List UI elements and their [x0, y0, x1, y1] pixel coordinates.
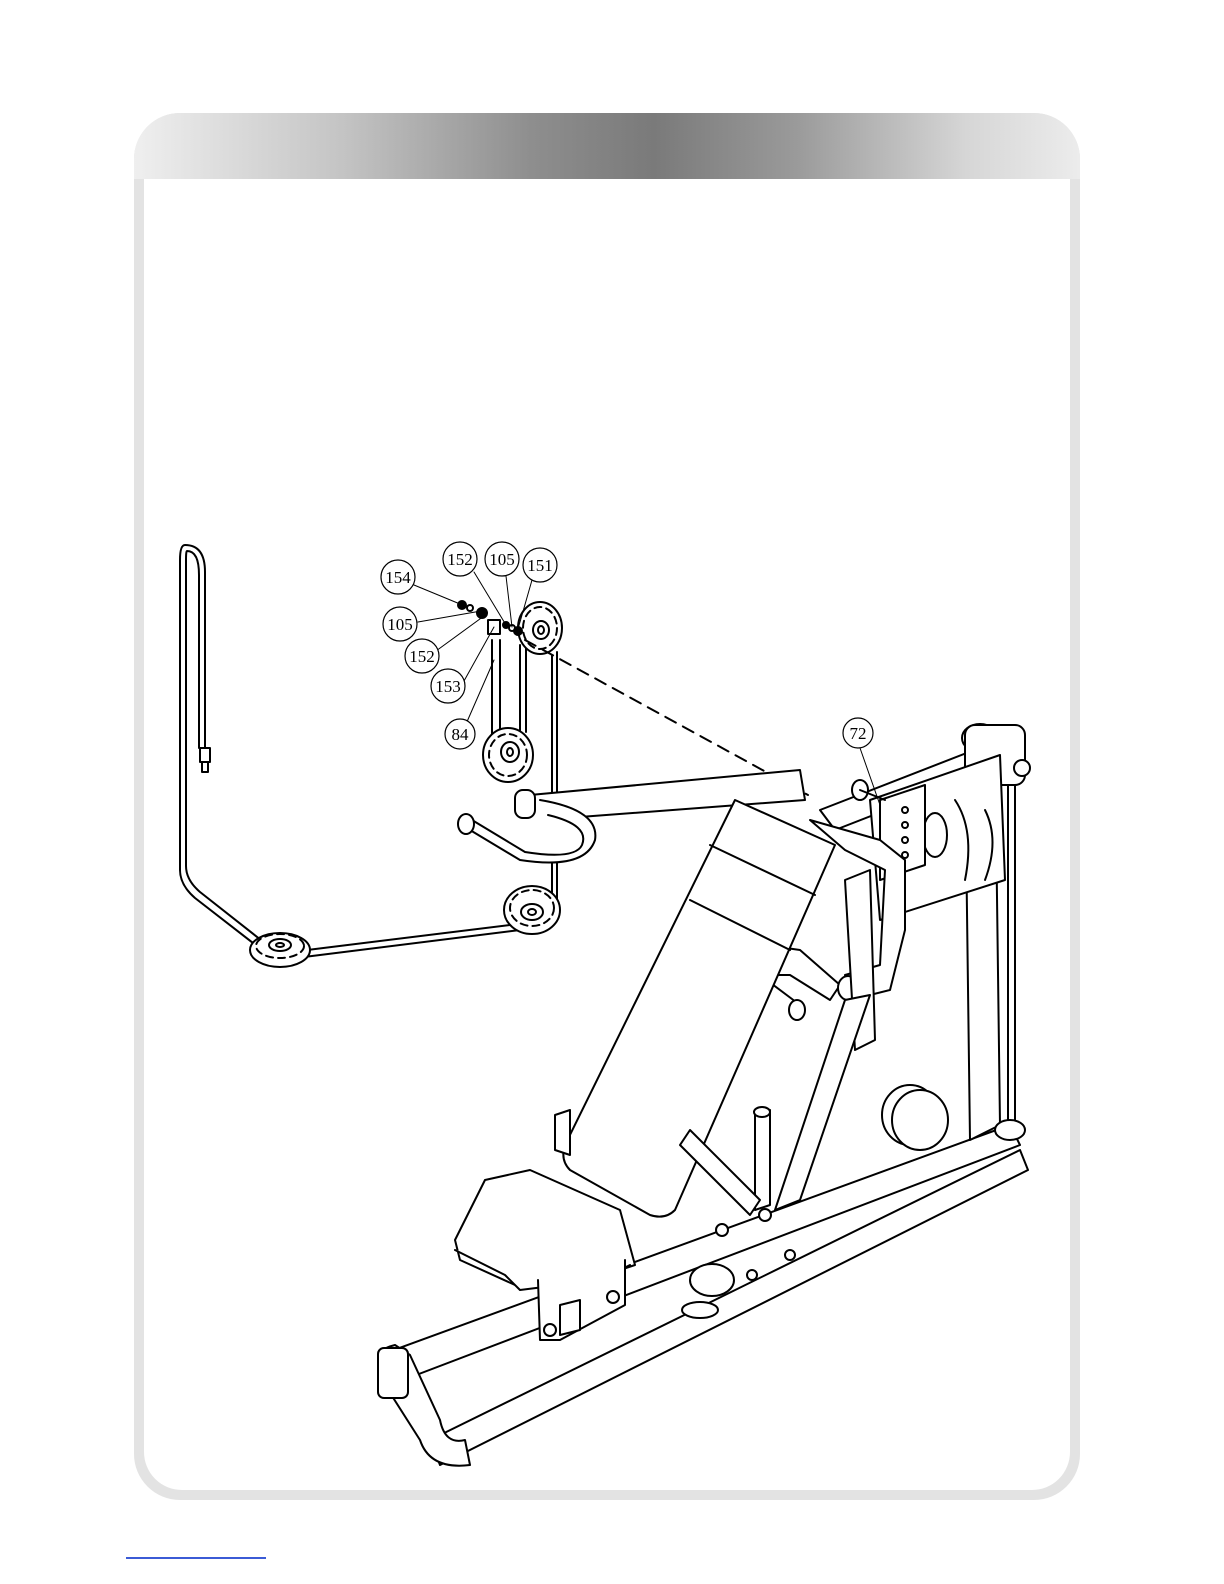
callout-152-left: 152 — [405, 639, 439, 673]
callout-leaders — [414, 572, 880, 805]
hardware-stack — [458, 601, 522, 635]
footer-link-line — [126, 1557, 266, 1559]
pulley-bottom-right — [504, 886, 560, 934]
callout-152-left-label: 152 — [409, 647, 435, 666]
callout-105-left-label: 105 — [387, 615, 413, 634]
callout-105-left: 105 — [383, 607, 417, 641]
callout-105-top: 105 — [485, 542, 519, 576]
callout-153: 153 — [431, 669, 465, 703]
callout-105-top-label: 105 — [489, 550, 515, 569]
callout-151-label: 151 — [527, 556, 553, 575]
callout-84-label: 84 — [452, 725, 470, 744]
pulley-top — [518, 602, 562, 654]
callout-154: 154 — [381, 560, 415, 594]
callout-72: 72 — [843, 718, 873, 748]
seat-pad — [455, 1170, 635, 1340]
assembly-guide-line — [525, 640, 808, 795]
callout-152-top: 152 — [443, 542, 477, 576]
pulley-middle — [483, 728, 533, 782]
callout-72-label: 72 — [850, 724, 867, 743]
callout-154-label: 154 — [385, 568, 411, 587]
callout-153-label: 153 — [435, 677, 461, 696]
callout-152-top-label: 152 — [447, 550, 473, 569]
callout-151: 151 — [523, 548, 557, 582]
callout-84: 84 — [445, 719, 475, 749]
pulley-bottom-left — [250, 933, 310, 967]
